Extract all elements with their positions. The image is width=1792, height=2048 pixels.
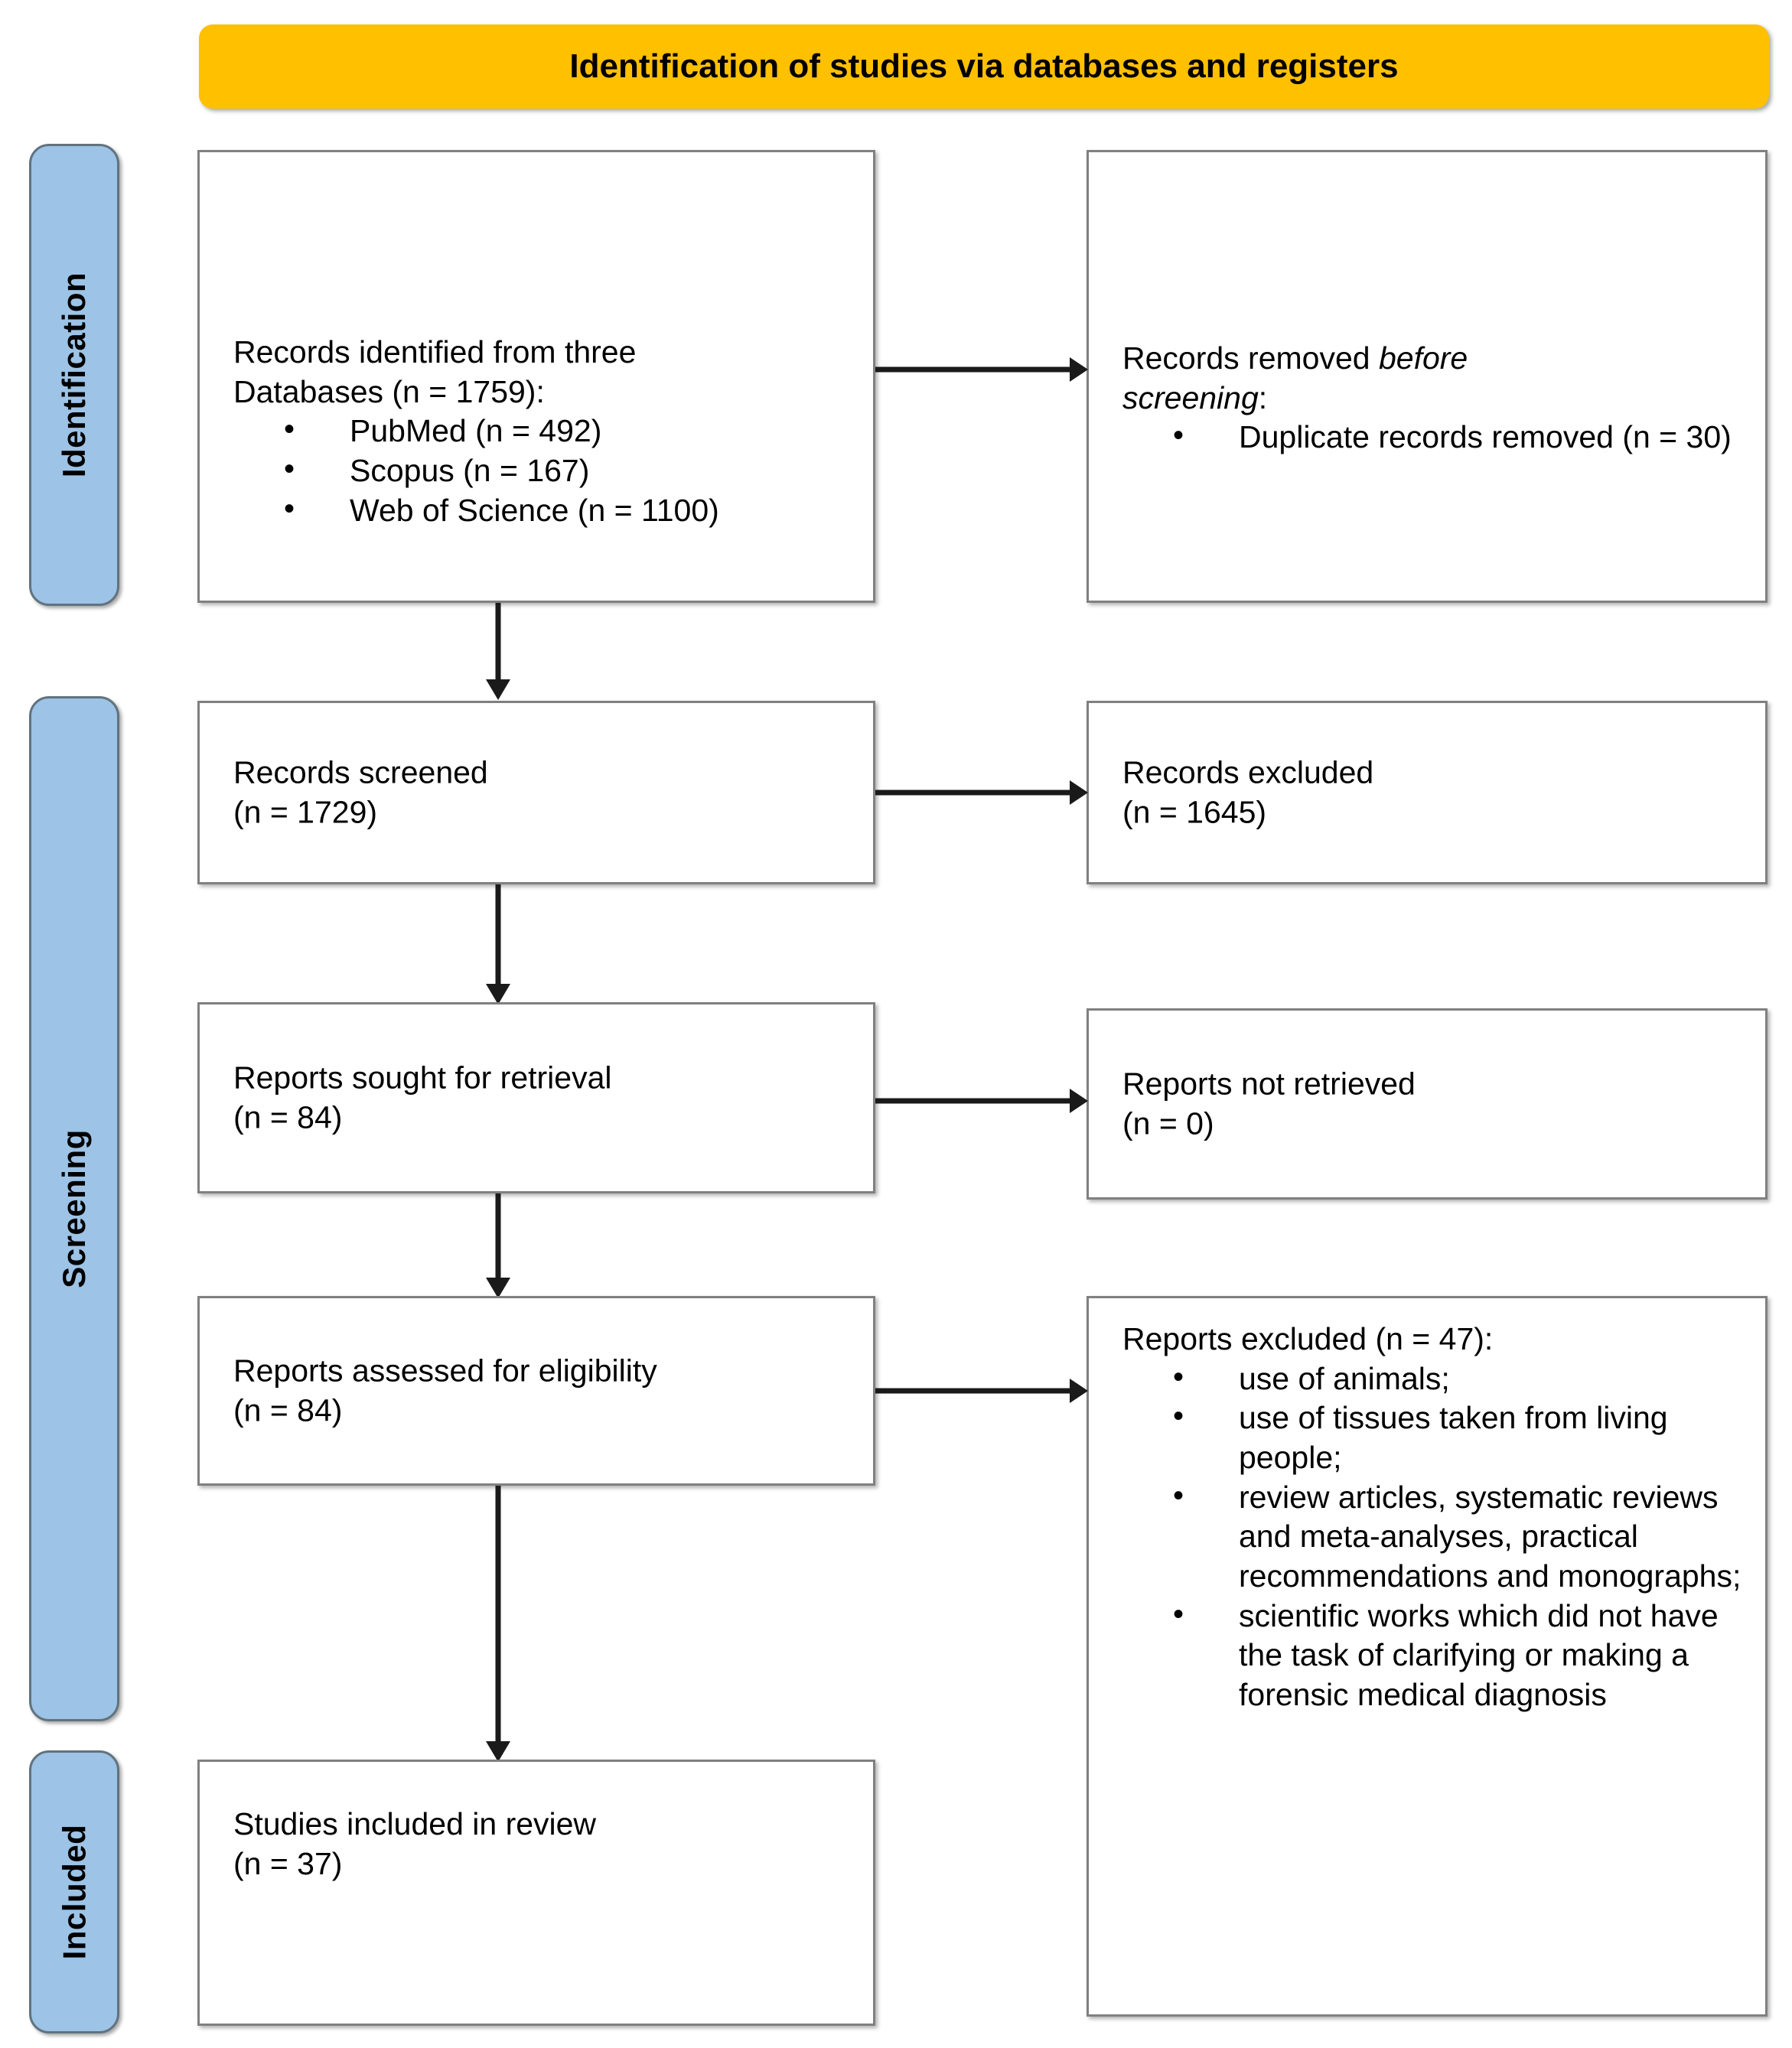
- phase-tab-included-label: Included: [56, 1824, 92, 1960]
- reports-sought-line-2: (n = 84): [233, 1099, 343, 1135]
- reports-not-retrieved-line-1: Reports not retrieved: [1122, 1066, 1416, 1102]
- list-item: scientific works which did not have the …: [1122, 1595, 1750, 1715]
- header-banner: Identification of studies via databases …: [199, 24, 1769, 109]
- list-item: Web of Science (n = 1100): [233, 490, 858, 531]
- list-item: use of tissues taken from living people;: [1122, 1397, 1750, 1477]
- connector-sought-to-not-retrieved: [875, 1088, 1090, 1114]
- reports-excluded-bullets: use of animals; use of tissues taken fro…: [1122, 1358, 1750, 1715]
- phase-tab-screening: Screening: [29, 696, 119, 1721]
- connector-sought-to-assessed: [485, 1193, 511, 1299]
- records-removed-heading-colon: :: [1258, 379, 1268, 415]
- records-removed-heading-plain: Records removed: [1122, 340, 1379, 376]
- records-removed-heading: Records removed before screening:: [1122, 339, 1750, 418]
- studies-included-line-1: Studies included in review: [233, 1806, 597, 1841]
- records-excluded-line-1: Records excluded: [1122, 754, 1374, 790]
- banner-title: Identification of studies via databases …: [569, 47, 1399, 85]
- phase-tab-included: Included: [29, 1750, 119, 2033]
- box-records-screened: Records screened (n = 1729): [197, 701, 875, 884]
- connector-screened-to-excluded: [875, 780, 1090, 806]
- list-item: Duplicate records removed (n = 30): [1122, 416, 1750, 457]
- phase-tab-identification: Identification: [29, 144, 119, 606]
- list-item: Scopus (n = 167): [233, 450, 858, 491]
- connector-identified-to-removed: [875, 357, 1090, 383]
- reports-not-retrieved-line-2: (n = 0): [1122, 1105, 1214, 1141]
- reports-sought-line-1: Reports sought for retrieval: [233, 1060, 612, 1096]
- connector-assessed-to-excluded: [875, 1378, 1090, 1404]
- reports-assessed-line-1: Reports assessed for eligibility: [233, 1353, 657, 1389]
- list-item: use of animals;: [1122, 1358, 1750, 1399]
- records-identified-bullets: PubMed (n = 492) Scopus (n = 167) Web of…: [233, 410, 858, 531]
- phase-tab-screening-label: Screening: [56, 1129, 93, 1288]
- records-identified-line-1: Records identified from three: [233, 334, 637, 370]
- records-removed-heading-italic-before: before: [1378, 340, 1468, 376]
- box-records-identified: Records identified from three Databases …: [197, 150, 875, 603]
- box-records-excluded: Records excluded (n = 1645): [1087, 701, 1768, 884]
- reports-excluded-heading: Reports excluded (n = 47):: [1122, 1321, 1494, 1356]
- box-reports-excluded: Reports excluded (n = 47): use of animal…: [1087, 1296, 1768, 2017]
- connector-identified-to-screened: [485, 603, 511, 701]
- records-screened-line-1: Records screened: [233, 754, 488, 790]
- box-reports-not-retrieved: Reports not retrieved (n = 0): [1087, 1008, 1768, 1200]
- studies-included-line-2: (n = 37): [233, 1845, 343, 1881]
- connector-screened-to-sought: [485, 884, 511, 1005]
- records-removed-bullets: Duplicate records removed (n = 30): [1122, 416, 1750, 457]
- box-reports-sought: Reports sought for retrieval (n = 84): [197, 1002, 875, 1193]
- records-removed-heading-italic-screening: screening: [1122, 379, 1259, 415]
- box-records-removed: Records removed before screening: Duplic…: [1087, 150, 1768, 603]
- records-screened-line-2: (n = 1729): [233, 794, 378, 829]
- phase-tab-identification-label: Identification: [56, 272, 92, 478]
- records-identified-line-2: Databases (n = 1759):: [233, 373, 545, 409]
- box-reports-assessed: Reports assessed for eligibility (n = 84…: [197, 1296, 875, 1486]
- list-item: PubMed (n = 492): [233, 410, 858, 451]
- connector-assessed-to-included: [485, 1486, 511, 1763]
- list-item: review articles, systematic reviews and …: [1122, 1477, 1750, 1597]
- records-excluded-line-2: (n = 1645): [1122, 794, 1267, 829]
- box-studies-included: Studies included in review (n = 37): [197, 1760, 875, 2026]
- reports-assessed-line-2: (n = 84): [233, 1392, 343, 1428]
